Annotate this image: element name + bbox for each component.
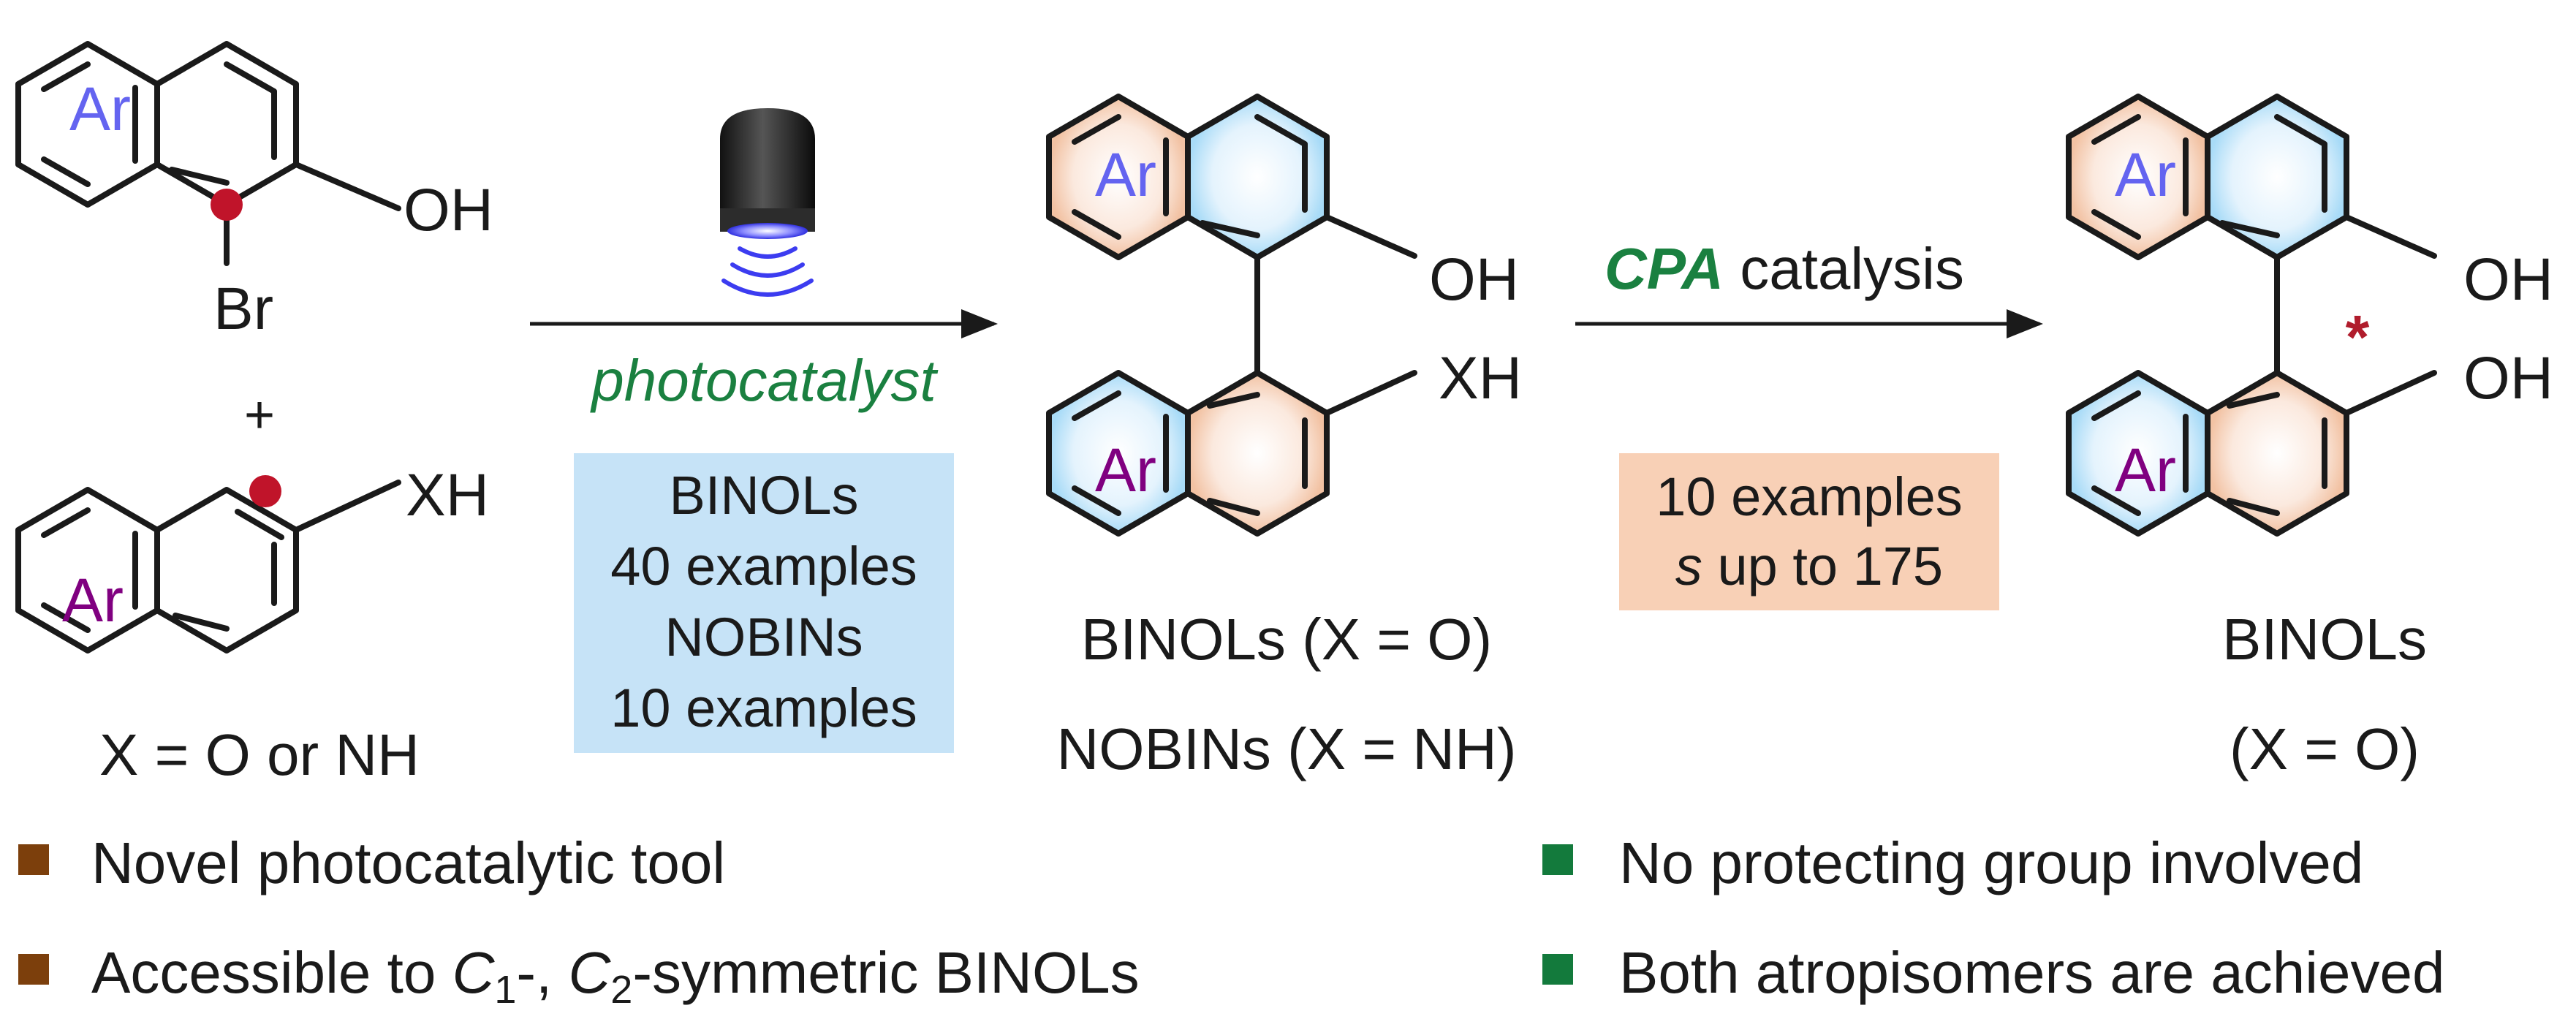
oh-bond (1324, 214, 1417, 259)
selectivity-factor: s up to 175 (1675, 536, 1943, 596)
bottom-double-bonds (1072, 390, 1308, 516)
bullet-both-atropisomers: Both atropisomers are achieved (1619, 940, 2445, 1005)
caption-x-equals-o: (X = O) (2230, 716, 2420, 781)
oh-label: OH (404, 177, 493, 243)
scope-line-2: 40 examples (610, 536, 917, 596)
scope-box-orange (1619, 453, 1999, 610)
oh-bond-bottom (2344, 370, 2437, 416)
oh-bond (293, 162, 401, 211)
oh-label-top: OH (2463, 246, 2553, 313)
ar-label-bottom: Ar (1095, 436, 1156, 504)
bullet-square-green (1542, 954, 1573, 985)
bullet-square-green (1542, 844, 1573, 875)
feature-bullets: Novel photocatalytic tool Accessible to … (18, 830, 2445, 1012)
xh-label: XH (1439, 345, 1522, 412)
light-source-icon (720, 108, 815, 297)
bottom-ring-right (1185, 370, 1330, 537)
ring-right (154, 487, 299, 654)
examples-count: 10 examples (1656, 466, 1963, 527)
scope-line-4: 10 examples (610, 678, 917, 738)
ar-label-top: Ar (1095, 140, 1156, 209)
xh-bond (1324, 370, 1417, 416)
bullet-novel-tool: Novel photocatalytic tool (91, 830, 725, 895)
ar-label-top: Ar (2115, 140, 2176, 209)
bullet-square-brown (18, 954, 49, 985)
step-1-photocatalysis: photocatalyst BINOLs 40 examples NOBINs … (530, 108, 998, 753)
bottom-ring-right (2205, 370, 2349, 537)
reactant-2-naphthol: Ar XH X = O or NH (15, 462, 489, 787)
double-bonds (41, 507, 284, 633)
intermediate-racemic-binol: Ar Ar OH XH BINOLs (X = O) NOBINs (X = N… (1046, 94, 1522, 781)
stereo-axis-star: * (2346, 303, 2370, 371)
bottom-double-bonds (2091, 390, 2327, 516)
oh-label: OH (1429, 246, 1519, 313)
ar-label: Ar (62, 566, 124, 634)
scope-line-3: NOBINs (664, 607, 863, 667)
ar-label-bottom: Ar (2115, 436, 2176, 504)
reactive-site-dot (249, 475, 281, 507)
bullet-no-protecting-group: No protecting group involved (1619, 830, 2363, 895)
double-bonds (41, 61, 277, 187)
ar-label: Ar (69, 75, 131, 143)
top-double-bonds (1072, 114, 1308, 240)
reactant-1-bromonaphthol: Ar OH Br (15, 41, 493, 342)
caption-nobins: NOBINs (X = NH) (1057, 716, 1517, 781)
caption-binols: BINOLs (X = O) (1081, 607, 1492, 672)
photocatalyst-label: photocatalyst (590, 348, 938, 413)
x-definition: X = O or NH (99, 722, 420, 787)
xh-label: XH (406, 462, 489, 529)
top-double-bonds (2091, 114, 2327, 240)
scope-line-1: BINOLs (669, 465, 858, 526)
xh-bond (293, 480, 401, 533)
cpa-catalysis-label: CPA catalysis (1605, 236, 1964, 301)
oh-label-bottom: OH (2463, 345, 2553, 412)
caption-binols-product: BINOLs (2222, 607, 2427, 672)
oh-bond-top (2344, 214, 2437, 259)
product-chiral-binol: Ar Ar * OH OH BINOLs (X = O) (2066, 94, 2553, 781)
plus-sign: + (244, 386, 275, 444)
step-2-cpa-catalysis: CPA catalysis 10 examples s up to 175 (1575, 236, 2043, 610)
bullet-square-brown (18, 844, 49, 875)
scope-box-blue (574, 453, 954, 753)
bullet-accessible-binols: Accessible to C1-, C2-symmetric BINOLs (91, 940, 1140, 1012)
br-label: Br (213, 276, 273, 342)
reactive-site-dot (211, 189, 243, 221)
